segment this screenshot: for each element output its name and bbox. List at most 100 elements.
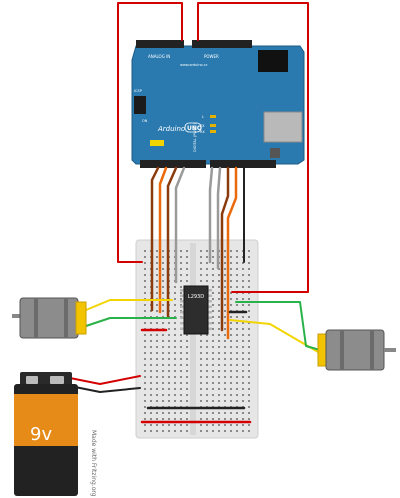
breadboard-hole [200,280,202,282]
breadboard-hole [248,262,250,264]
breadboard-hole [230,250,232,252]
breadboard-hole [224,250,226,252]
breadboard-hole [236,262,238,264]
breadboard-hole [174,418,176,420]
breadboard-hole [156,400,158,402]
breadboard-hole [236,304,238,306]
breadboard-hole [174,412,176,414]
website-label: www.arduino.cc [180,63,208,67]
breadboard-hole [224,256,226,258]
breadboard-hole [156,358,158,360]
breadboard-hole [180,346,182,348]
breadboard-hole [180,364,182,366]
breadboard-hole [242,346,244,348]
header-analog [136,40,184,48]
breadboard-hole [224,274,226,276]
breadboard-hole [218,268,220,270]
breadboard-hole [174,364,176,366]
breadboard-hole [224,334,226,336]
breadboard-hole [230,334,232,336]
wire-brown-2 [166,166,178,318]
chip-pin [180,289,184,292]
breadboard-hole [206,412,208,414]
breadboard-hole [218,424,220,426]
breadboard-hole [248,310,250,312]
breadboard-hole [212,382,214,384]
breadboard-hole [174,394,176,396]
breadboard-hole [224,364,226,366]
breadboard-hole [242,280,244,282]
breadboard-hole [206,262,208,264]
breadboard-hole [218,280,220,282]
breadboard-hole [218,334,220,336]
breadboard-hole [162,358,164,360]
breadboard-hole [144,286,146,288]
breadboard-hole [144,370,146,372]
analog-in-label: ANALOG IN [148,54,170,59]
breadboard-hole [144,250,146,252]
breadboard-hole [180,430,182,432]
breadboard-hole [218,358,220,360]
breadboard-hole [212,286,214,288]
breadboard-hole [218,292,220,294]
breadboard-hole [156,256,158,258]
breadboard-hole [230,280,232,282]
breadboard-hole [186,424,188,426]
breadboard-hole [150,376,152,378]
wire-orange-2 [226,166,238,340]
breadboard-hole [162,292,164,294]
breadboard-hole [206,370,208,372]
breadboard-hole [230,376,232,378]
breadboard-hole [150,430,152,432]
breadboard-hole [236,376,238,378]
breadboard-hole [248,286,250,288]
breadboard-hole [218,382,220,384]
breadboard-hole [180,412,182,414]
breadboard-hole [180,400,182,402]
breadboard-hole [212,328,214,330]
breadboard-hole [186,280,188,282]
breadboard-hole [242,268,244,270]
breadboard-hole [230,412,232,414]
chip-pin [180,294,184,297]
breadboard-hole [162,418,164,420]
chip-pin [208,311,212,314]
breadboard-hole [144,418,146,420]
breadboard-hole [218,298,220,300]
power-jack [258,50,288,72]
breadboard-hole [186,358,188,360]
breadboard-hole [200,424,202,426]
breadboard-hole [144,340,146,342]
breadboard-hole [180,268,182,270]
breadboard-hole [144,406,146,408]
breadboard-hole [162,370,164,372]
breadboard-hole [212,388,214,390]
breadboard-hole [180,424,182,426]
breadboard-hole [206,268,208,270]
breadboard-hole [236,280,238,282]
breadboard-hole [212,352,214,354]
breadboard-hole [248,400,250,402]
breadboard-hole [236,424,238,426]
breadboard-hole [180,286,182,288]
breadboard-hole [162,364,164,366]
icsp-header [134,96,146,114]
chip-label: L293D [188,294,204,300]
breadboard-hole [174,358,176,360]
breadboard-hole [236,340,238,342]
breadboard-hole [168,430,170,432]
header-digital-high [210,160,276,168]
breadboard-hole [180,250,182,252]
breadboard-hole [242,322,244,324]
breadboard-hole [224,286,226,288]
breadboard-hole [156,286,158,288]
breadboard-hole [230,262,232,264]
breadboard-hole [212,376,214,378]
breadboard-hole [224,292,226,294]
breadboard-hole [150,418,152,420]
breadboard-hole [162,394,164,396]
breadboard-hole [150,394,152,396]
breadboard-hole [156,412,158,414]
breadboard-hole [236,286,238,288]
breadboard-hole [150,352,152,354]
